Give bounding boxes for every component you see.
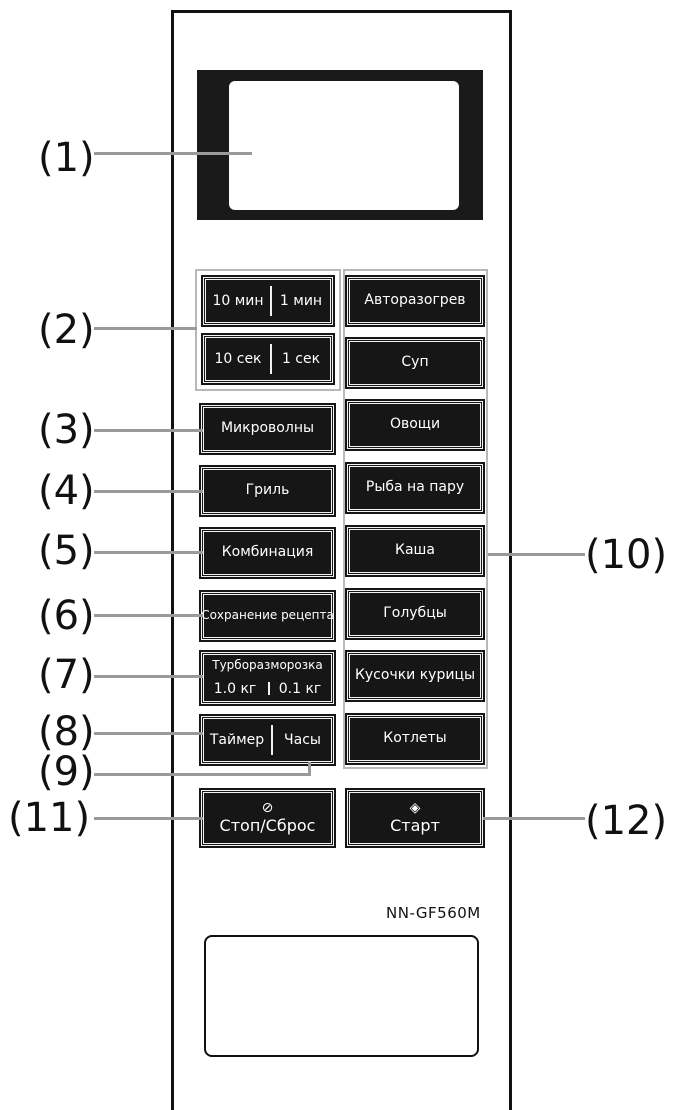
leader-2 bbox=[94, 327, 197, 330]
clock-button[interactable]: Часы bbox=[284, 732, 321, 748]
timer-button[interactable]: Таймер bbox=[209, 732, 265, 748]
turbo-defrost-button: Турборазморозка 1.0 кг 0.1 кг bbox=[199, 650, 336, 706]
leader-1 bbox=[94, 152, 252, 155]
callout-9: (9) bbox=[38, 749, 95, 795]
microwave-button[interactable]: Микроволны bbox=[199, 403, 336, 455]
leader-3 bbox=[94, 429, 203, 432]
start-button[interactable]: ◈ Старт bbox=[345, 788, 485, 848]
leader-9-vertical bbox=[308, 762, 311, 776]
divider bbox=[271, 725, 273, 755]
stop-icon: ⊘ bbox=[261, 800, 274, 817]
leader-8 bbox=[94, 732, 203, 735]
ten-minutes-button[interactable]: 10 мин bbox=[212, 293, 264, 309]
leader-5 bbox=[94, 551, 203, 554]
divider bbox=[270, 344, 272, 374]
callout-10: (10) bbox=[585, 532, 668, 578]
divider bbox=[268, 682, 270, 695]
cutlets-button[interactable]: Котлеты bbox=[345, 713, 485, 765]
leader-6 bbox=[94, 614, 203, 617]
defrost-01kg-button[interactable]: 0.1 кг bbox=[278, 681, 322, 697]
leader-7 bbox=[94, 675, 203, 678]
one-second-button[interactable]: 1 сек bbox=[281, 351, 321, 367]
callout-8: (8) bbox=[38, 709, 95, 755]
chicken-pieces-button[interactable]: Кусочки курицы bbox=[345, 650, 485, 702]
divider bbox=[270, 286, 272, 316]
bottom-window bbox=[204, 935, 479, 1057]
turbo-defrost-label: Турборазморозка bbox=[212, 658, 323, 672]
callout-1: (1) bbox=[38, 135, 95, 181]
combination-button[interactable]: Комбинация bbox=[199, 527, 336, 579]
stop-reset-label: Стоп/Сброс bbox=[219, 816, 316, 836]
leader-4 bbox=[94, 490, 203, 493]
callout-6: (6) bbox=[38, 593, 95, 639]
model-label: NN-GF560M bbox=[386, 904, 481, 922]
minutes-button-pair: 10 мин 1 мин bbox=[201, 275, 335, 327]
steamed-fish-button[interactable]: Рыба на пару bbox=[345, 462, 485, 514]
soup-button[interactable]: Суп bbox=[345, 337, 485, 389]
leader-11 bbox=[94, 817, 203, 820]
callout-5: (5) bbox=[38, 528, 95, 574]
ten-seconds-button[interactable]: 10 сек bbox=[214, 351, 262, 367]
start-icon: ◈ bbox=[409, 800, 421, 817]
leader-10 bbox=[488, 553, 585, 556]
callout-2: (2) bbox=[38, 307, 95, 353]
time-buttons-frame bbox=[195, 269, 341, 391]
grill-button[interactable]: Гриль bbox=[199, 465, 336, 517]
one-minute-button[interactable]: 1 мин bbox=[279, 293, 323, 309]
porridge-button[interactable]: Каша bbox=[345, 525, 485, 577]
defrost-1kg-button[interactable]: 1.0 кг bbox=[213, 681, 257, 697]
start-label: Старт bbox=[390, 816, 440, 836]
save-recipe-button[interactable]: Сохранение рецепта bbox=[199, 590, 336, 642]
callout-3: (3) bbox=[38, 407, 95, 453]
vegetables-button[interactable]: Овощи bbox=[345, 399, 485, 451]
callout-4: (4) bbox=[38, 468, 95, 514]
timer-clock-pair: Таймер Часы bbox=[199, 714, 336, 766]
auto-programs-frame bbox=[343, 269, 488, 769]
callout-12: (12) bbox=[585, 798, 668, 844]
leader-12 bbox=[483, 817, 585, 820]
auto-reheat-button[interactable]: Авторазогрев bbox=[345, 275, 485, 327]
stop-reset-button[interactable]: ⊘ Стоп/Сброс bbox=[199, 788, 336, 848]
callout-11: (11) bbox=[8, 795, 91, 841]
cabbage-rolls-button[interactable]: Голубцы bbox=[345, 588, 485, 640]
seconds-button-pair: 10 сек 1 сек bbox=[201, 333, 335, 385]
display-window bbox=[229, 81, 459, 210]
leader-9 bbox=[94, 773, 311, 776]
callout-7: (7) bbox=[38, 652, 95, 698]
